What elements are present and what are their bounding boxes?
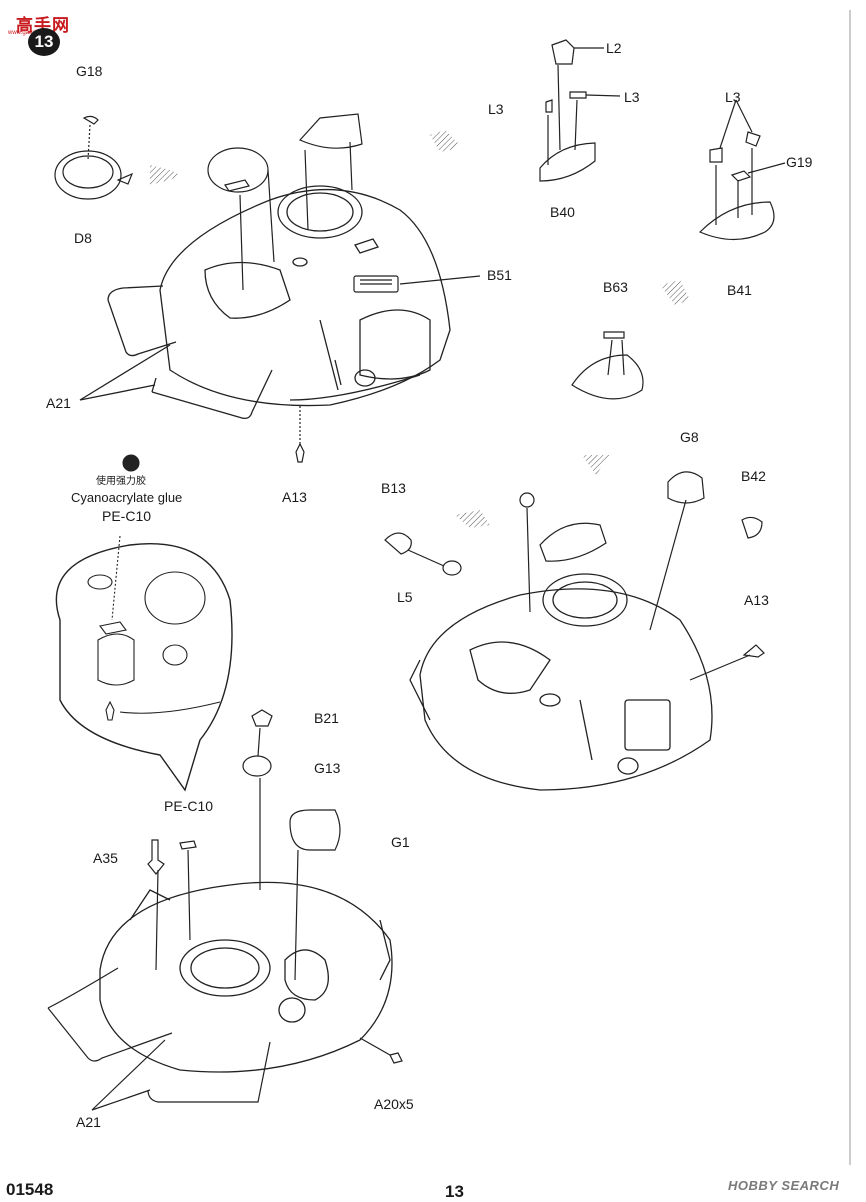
- part-b40: [539, 39, 621, 182]
- label-g18: G18: [76, 63, 103, 79]
- step-number-badge: 13: [28, 28, 60, 56]
- step-arrows: [150, 130, 690, 528]
- label-g19: G19: [786, 154, 813, 170]
- glue-note-en: Cyanoacrylate glue: [71, 490, 183, 505]
- cupola-top: [298, 113, 363, 231]
- kit-code: 01548: [6, 1180, 54, 1199]
- hobby-search-watermark: HOBBY SEARCH: [728, 1178, 840, 1193]
- glue-note-part: PE-C10: [102, 508, 152, 524]
- part-b51: [353, 275, 481, 293]
- label-l5: L5: [397, 589, 413, 605]
- callout-contents: [87, 454, 221, 721]
- label-l3-right: L3: [624, 89, 640, 105]
- label-l3-pair: L3: [725, 89, 741, 105]
- label-g8: G8: [680, 429, 699, 445]
- part-b41: [698, 99, 786, 241]
- rails-a21-top: [79, 285, 273, 420]
- label-b63: B63: [603, 279, 628, 295]
- label-g1: G1: [391, 834, 410, 850]
- label-b13: B13: [381, 480, 406, 496]
- part-b63: [571, 331, 644, 400]
- label-g13: G13: [314, 760, 341, 776]
- label-b42: B42: [741, 468, 766, 484]
- turret-mid-right: [409, 573, 713, 791]
- label-l3-left: L3: [488, 101, 504, 117]
- label-a21-bottom: A21: [76, 1114, 101, 1130]
- label-b21: B21: [314, 710, 339, 726]
- detail-callout: [55, 543, 233, 792]
- turret-bottom: [99, 881, 393, 1073]
- label-pe-c10: PE-C10: [164, 798, 214, 814]
- label-a13-top: A13: [282, 489, 307, 505]
- turret-top-left: [159, 185, 451, 407]
- label-b41: B41: [727, 282, 752, 298]
- bolt-a13-top: [295, 405, 305, 463]
- label-b40: B40: [550, 204, 575, 220]
- label-a20x5: A20x5: [374, 1096, 414, 1112]
- label-a21-top: A21: [46, 395, 71, 411]
- parts-mid-right: [384, 471, 765, 681]
- label-b51: B51: [487, 267, 512, 283]
- label-a35: A35: [93, 850, 118, 866]
- label-l2: L2: [606, 40, 622, 56]
- parts-bottom: [47, 709, 403, 1111]
- label-d8: D8: [74, 230, 92, 246]
- label-a13-right: A13: [744, 592, 769, 608]
- page-number: 13: [445, 1182, 464, 1201]
- hatch-d8: [54, 115, 134, 200]
- glue-note-zh: 使用强力胶: [96, 476, 146, 487]
- hatch-lid-top: [207, 147, 275, 291]
- site-watermark: 高手网: [16, 16, 70, 35]
